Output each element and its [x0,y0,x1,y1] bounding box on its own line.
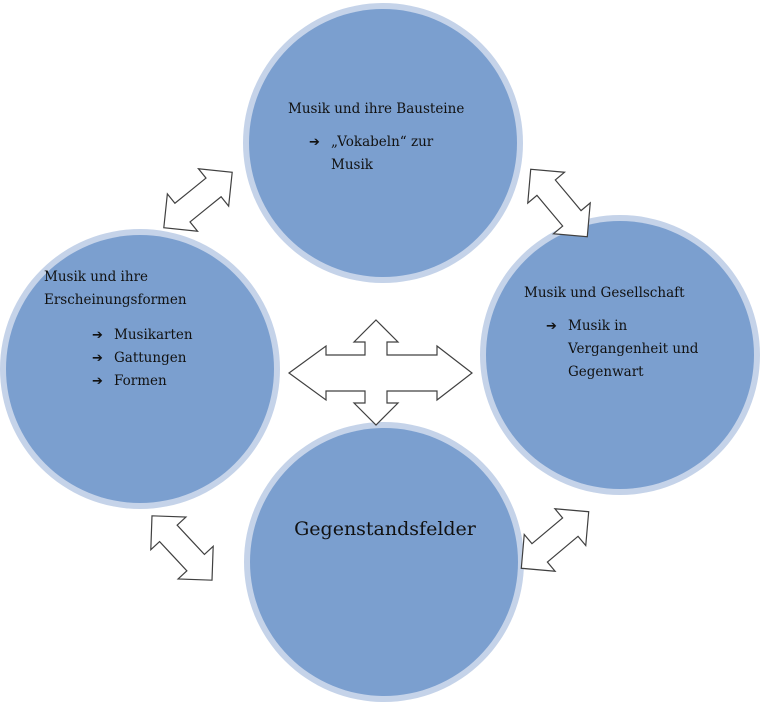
arrow-right-bold-icon: ➔ [92,328,103,343]
bullet-text: „Vokabeln“ zur Musik [331,134,434,173]
bullet-text: Musik in Vergangenheit und Gegenwart [568,318,699,380]
double-headed-arrow-icon-bottom-left [150,515,214,581]
arrow-right-bold-icon: ➔ [92,374,103,389]
circle-top [243,3,523,283]
double-headed-arrow-icon-top-left [163,168,233,232]
circle-left [0,229,280,509]
circle-right-content: Musik und Gesellschaft ➔ Musik in Vergan… [524,282,739,384]
bullet-text: Musikarten [114,327,193,343]
circle-top-content: Musik und ihre Bausteine ➔ „Vokabeln“ zu… [288,98,488,177]
circle-right-bullets: ➔ Musik in Vergangenheit und Gegenwart [524,315,739,384]
circle-right-fill [486,221,754,489]
circle-right-title: Musik und Gesellschaft [524,285,685,301]
arrow-right-bold-icon: ➔ [546,319,557,334]
circle-left-fill [6,235,274,503]
circle-right [480,215,760,495]
arrow-right-bold-icon: ➔ [92,351,103,366]
list-item: ➔ „Vokabeln“ zur Musik [309,131,449,177]
bullet-text: Formen [114,373,167,389]
double-headed-arrow-icon-bottom-right [520,508,590,572]
list-item: ➔ Formen [92,370,244,393]
circle-bottom-fill [250,428,518,696]
bullet-text: Gattungen [114,350,187,366]
double-headed-arrow-icon-top-right [527,168,591,238]
list-item: ➔ Musik in Vergangenheit und Gegenwart [546,315,716,384]
circle-top-title: Musik und ihre Bausteine [288,101,465,117]
arrow-right-bold-icon: ➔ [309,135,320,150]
circle-bottom [244,422,524,702]
circle-top-fill [249,9,517,277]
circle-top-bullets: ➔ „Vokabeln“ zur Musik [288,131,488,177]
circle-left-content: Musik und ihre Erscheinungsformen ➔ Musi… [44,266,244,393]
circle-bottom-title: Gegenstandsfelder [294,518,476,540]
circle-left-title: Musik und ihre Erscheinungsformen [44,269,187,308]
list-item: ➔ Gattungen [92,347,244,370]
circle-left-bullets: ➔ Musikarten ➔ Gattungen ➔ Formen [44,324,244,393]
list-item: ➔ Musikarten [92,324,244,347]
four-way-arrow-icon [287,319,473,426]
